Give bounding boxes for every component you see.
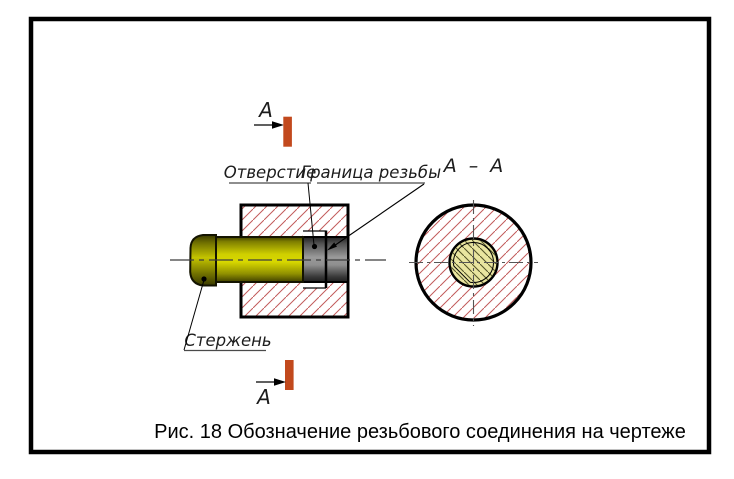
callout-hole: Отверстие [224, 163, 318, 250]
section-view-aa: А – А [409, 155, 538, 326]
front-view [170, 203, 386, 319]
leader-thread-boundary [330, 183, 425, 249]
leader-rod-dot [201, 276, 207, 282]
leader-hole [307, 182, 315, 246]
callout-rod: Стержень [183, 276, 272, 352]
label-hole: Отверстие [224, 163, 317, 182]
leader-rod [183, 279, 205, 351]
cut-arrowhead-top [272, 121, 284, 129]
cut-plane-marker-top: А [254, 98, 292, 147]
drawing-border [28, 16, 712, 455]
thread-thin-arc [452, 242, 494, 284]
cut-letter-bottom: А [255, 385, 271, 409]
callout-thread-boundary: Граница резьбы [301, 163, 441, 251]
figure-caption: Рис. 18 Обозначение резьбового соединени… [154, 421, 686, 443]
cut-plane-bar-top [283, 116, 292, 147]
leader-thread-boundary-arrowhead [327, 242, 337, 251]
thread-clearance-top [303, 230, 326, 238]
thread-arc-chord [453, 265, 471, 283]
cut-arrowhead-bottom [274, 378, 286, 386]
section-title: А – А [442, 155, 507, 177]
label-thread-boundary: Граница резьбы [301, 163, 441, 182]
label-rod: Стержень [184, 331, 271, 350]
cut-plane-bar-bottom [285, 360, 294, 390]
cut-plane-marker-bottom: А [255, 360, 294, 409]
cut-letter-top: А [257, 98, 273, 122]
thread-clearance-bottom [303, 281, 326, 289]
leader-hole-dot [311, 243, 318, 250]
